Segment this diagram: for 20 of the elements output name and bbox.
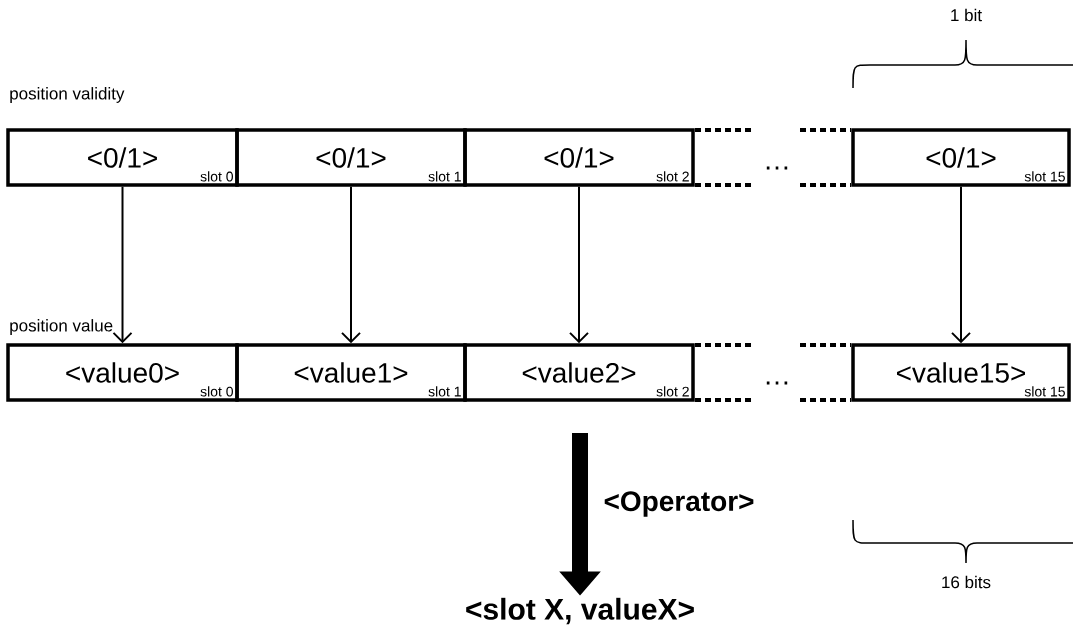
ellipsis: … xyxy=(766,381,788,385)
row-label: position value xyxy=(10,319,113,335)
edge-label: <Operator> xyxy=(604,491,754,517)
slot-cell: <0/1> slot 15 xyxy=(851,128,1071,187)
slot-cell: <value15> slot 15 xyxy=(851,343,1071,402)
row-label: position validity xyxy=(10,87,125,103)
arrow xyxy=(112,185,133,344)
slot-cell: <0/1> slot 1 xyxy=(235,128,467,187)
arrow xyxy=(341,185,361,344)
slot-cell: <0/1> slot 2 xyxy=(463,128,695,187)
arrow xyxy=(951,185,971,344)
slot-cell: <0/1> slot 0 xyxy=(6,128,239,187)
slot-cell: <value2> slot 2 xyxy=(463,343,695,402)
slot-cell: <value1> slot 1 xyxy=(235,343,467,402)
slot-cell: <value0> slot 0 xyxy=(6,343,239,402)
arrow xyxy=(569,185,589,344)
ellipsis: … xyxy=(766,166,788,170)
dimension-label: 1 bit xyxy=(951,8,982,22)
result-text: <slot X, valueX> xyxy=(466,597,694,625)
dimension-label: 16 bits xyxy=(942,575,991,589)
